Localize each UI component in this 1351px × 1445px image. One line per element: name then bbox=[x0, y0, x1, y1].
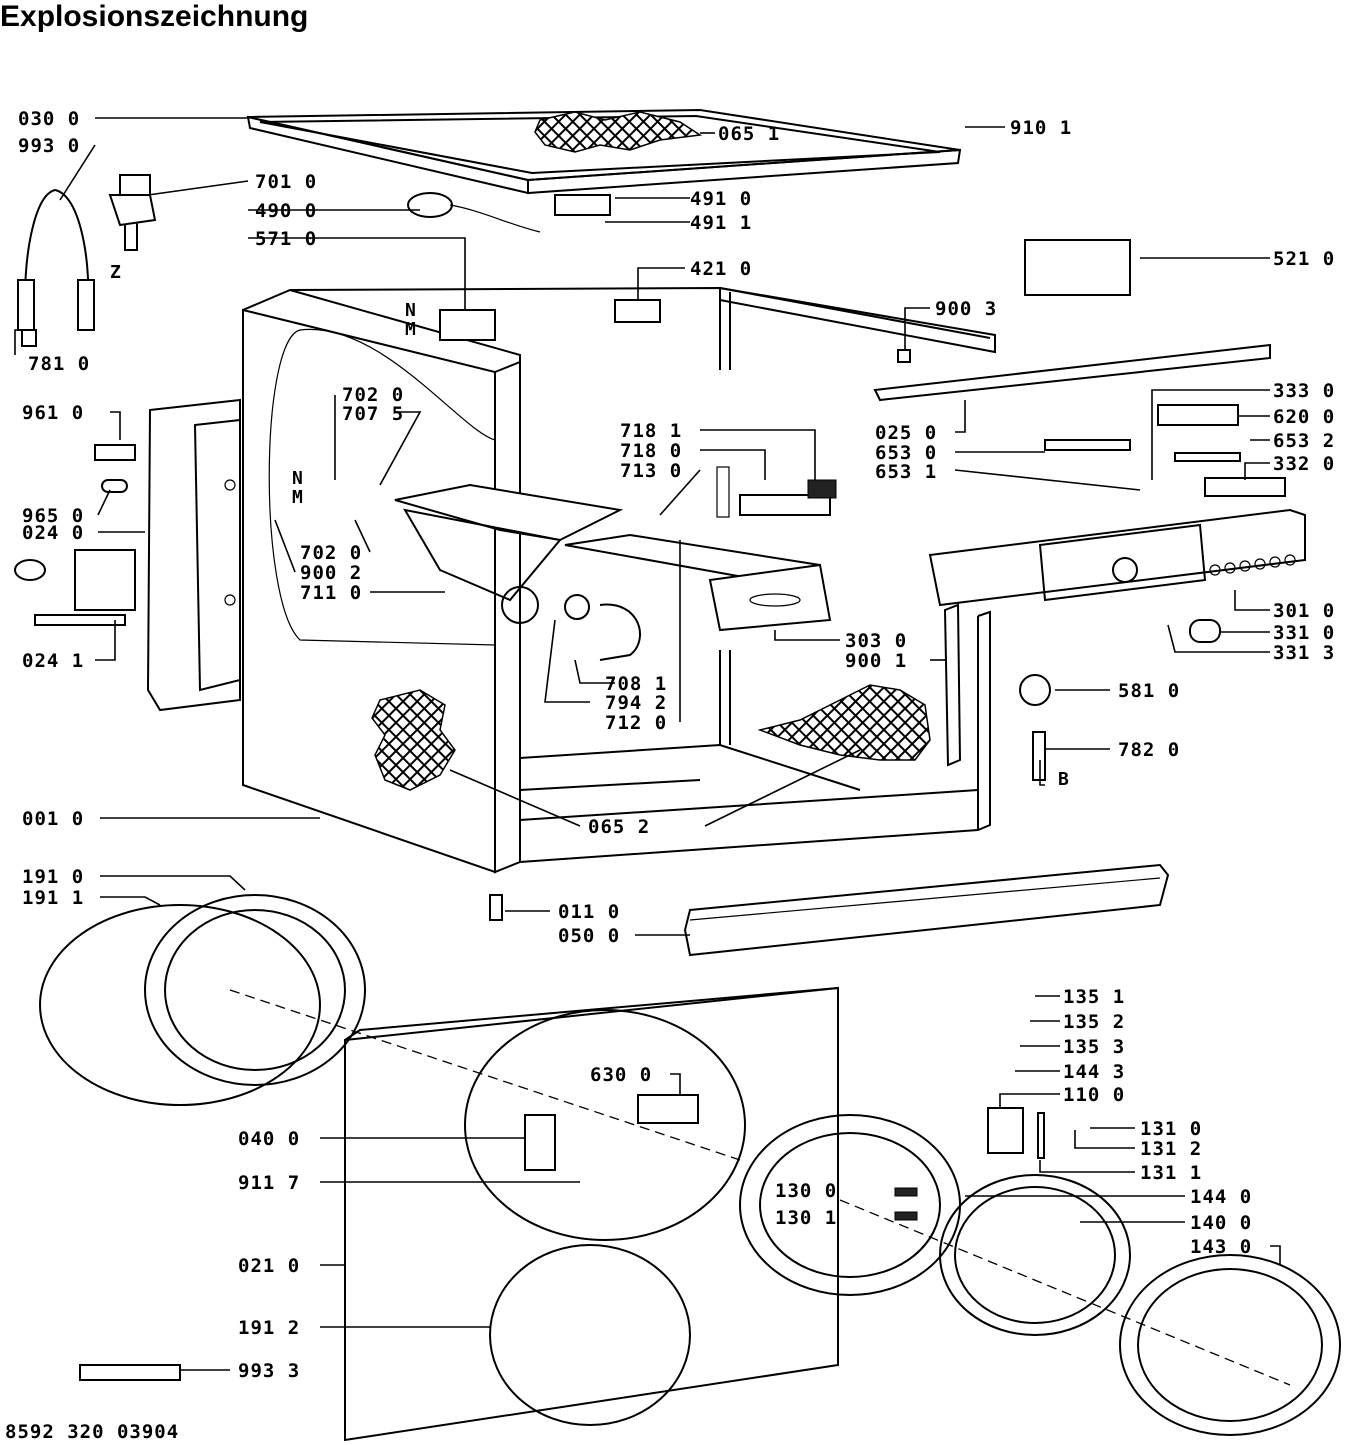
marker-b: B bbox=[1058, 769, 1069, 790]
label-900-2: 900 2 bbox=[300, 562, 362, 584]
label-701-0: 701 0 bbox=[255, 171, 317, 193]
small-parts bbox=[14, 174, 1221, 1381]
label-130-0: 130 0 bbox=[775, 1180, 837, 1202]
label-910-1: 910 1 bbox=[1010, 117, 1072, 139]
label-331-3: 331 3 bbox=[1273, 642, 1335, 664]
control-panel bbox=[873, 239, 1306, 607]
cabinet-body bbox=[242, 286, 996, 874]
label-708-1: 708 1 bbox=[605, 673, 667, 695]
label-065-2: 065 2 bbox=[588, 816, 650, 838]
marker-n-mid: N bbox=[292, 468, 303, 489]
label-713-0: 713 0 bbox=[620, 460, 682, 482]
marker-m-top: M bbox=[405, 319, 416, 340]
label-900-3: 900 3 bbox=[935, 298, 997, 320]
label-131-2: 131 2 bbox=[1140, 1138, 1202, 1160]
label-653-0: 653 0 bbox=[875, 442, 937, 464]
label-110-0: 110 0 bbox=[1063, 1084, 1125, 1106]
label-965-0: 965 0 bbox=[22, 505, 84, 527]
label-491-1: 491 1 bbox=[690, 212, 752, 234]
marker-n-top: N bbox=[405, 300, 416, 321]
label-702-0-top: 702 0 bbox=[342, 384, 404, 406]
footer-code: 8592 320 03904 bbox=[5, 1421, 179, 1443]
label-050-0: 050 0 bbox=[558, 925, 620, 947]
label-711-0: 711 0 bbox=[300, 582, 362, 604]
label-718-1: 718 1 bbox=[620, 420, 682, 442]
label-794-2: 794 2 bbox=[605, 692, 667, 714]
leader-lines bbox=[14, 117, 1281, 1371]
label-653-2: 653 2 bbox=[1273, 430, 1335, 452]
label-961-0: 961 0 bbox=[22, 402, 84, 424]
label-191-0: 191 0 bbox=[22, 866, 84, 888]
label-581-0: 581 0 bbox=[1118, 680, 1180, 702]
label-001-0: 001 0 bbox=[22, 808, 84, 830]
top-cover bbox=[246, 108, 962, 195]
label-911-7: 911 7 bbox=[238, 1172, 300, 1194]
label-140-0: 140 0 bbox=[1190, 1212, 1252, 1234]
label-303-0: 303 0 bbox=[845, 630, 907, 652]
label-491-0: 491 0 bbox=[690, 188, 752, 210]
label-191-2: 191 2 bbox=[238, 1317, 300, 1339]
label-571-0: 571 0 bbox=[255, 228, 317, 250]
kick-plate bbox=[683, 863, 1170, 957]
label-707-5: 707 5 bbox=[342, 403, 404, 425]
label-712-0: 712 0 bbox=[605, 712, 667, 734]
label-131-0: 131 0 bbox=[1140, 1118, 1202, 1140]
label-993-3: 993 3 bbox=[238, 1360, 300, 1382]
front-panel-and-door bbox=[39, 894, 1341, 1442]
label-135-1: 135 1 bbox=[1063, 986, 1125, 1008]
page-title: Explosionszeichnung bbox=[0, 0, 309, 33]
label-131-1: 131 1 bbox=[1140, 1162, 1202, 1184]
label-301-0: 301 0 bbox=[1273, 600, 1335, 622]
label-024-1: 024 1 bbox=[22, 650, 84, 672]
label-130-1: 130 1 bbox=[775, 1207, 837, 1229]
label-024-0: 024 0 bbox=[22, 522, 84, 544]
label-021-0: 021 0 bbox=[238, 1255, 300, 1277]
label-331-0: 331 0 bbox=[1273, 622, 1335, 644]
label-025-0: 025 0 bbox=[875, 422, 937, 444]
top-insulation-mesh bbox=[534, 111, 703, 153]
dispenser-assembly bbox=[394, 466, 837, 661]
label-030-0: 030 0 bbox=[18, 108, 80, 130]
label-702-0-bottom: 702 0 bbox=[300, 542, 362, 564]
side-insulation-mesh bbox=[371, 689, 456, 791]
label-653-1: 653 1 bbox=[875, 461, 937, 483]
label-490-0: 490 0 bbox=[255, 200, 317, 222]
part-number-labels: 030 0 993 0 701 0 490 0 571 0 781 0 065 … bbox=[18, 108, 1335, 1382]
label-040-0: 040 0 bbox=[238, 1128, 300, 1150]
label-333-0: 333 0 bbox=[1273, 380, 1335, 402]
label-620-0: 620 0 bbox=[1273, 406, 1335, 428]
label-135-2: 135 2 bbox=[1063, 1011, 1125, 1033]
label-521-0: 521 0 bbox=[1273, 248, 1335, 270]
label-781-0: 781 0 bbox=[28, 353, 90, 375]
label-191-1: 191 1 bbox=[22, 887, 84, 909]
label-332-0: 332 0 bbox=[1273, 453, 1335, 475]
label-630-0: 630 0 bbox=[590, 1064, 652, 1086]
label-143-0: 143 0 bbox=[1190, 1236, 1252, 1258]
label-011-0: 011 0 bbox=[558, 901, 620, 923]
marker-z: Z bbox=[110, 262, 121, 283]
rear-insulation-mesh bbox=[757, 684, 931, 761]
label-782-0: 782 0 bbox=[1118, 739, 1180, 761]
marker-letters: N M Z N M B bbox=[110, 262, 1069, 790]
label-144-0: 144 0 bbox=[1190, 1186, 1252, 1208]
label-718-0: 718 0 bbox=[620, 440, 682, 462]
rear-panel-assembly bbox=[146, 398, 241, 712]
label-993-0: 993 0 bbox=[18, 135, 80, 157]
label-421-0: 421 0 bbox=[690, 258, 752, 280]
marker-m-mid: M bbox=[292, 487, 303, 508]
label-900-1: 900 1 bbox=[845, 650, 907, 672]
label-144-3: 144 3 bbox=[1063, 1061, 1125, 1083]
label-065-1: 065 1 bbox=[718, 123, 780, 145]
label-135-3: 135 3 bbox=[1063, 1036, 1125, 1058]
